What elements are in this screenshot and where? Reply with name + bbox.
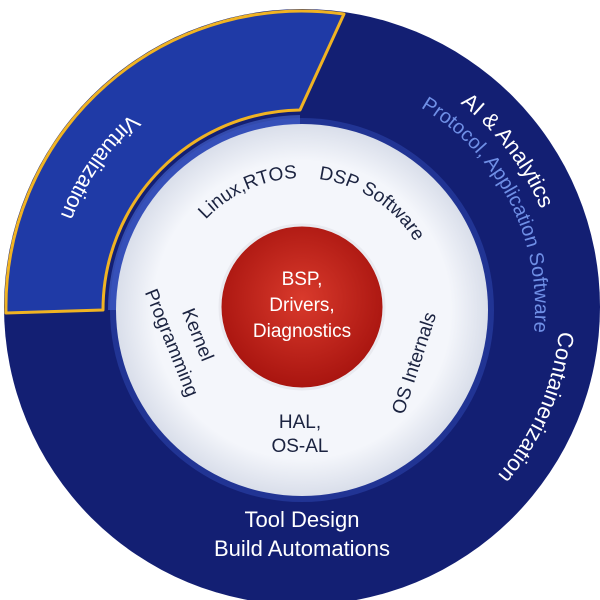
label-hal: HAL, xyxy=(279,412,321,433)
label-tool-design: Tool Design xyxy=(245,507,360,532)
core-label-diagnostics: Diagnostics xyxy=(253,321,351,342)
highlighted-segment[interactable] xyxy=(4,9,346,315)
core-label-drivers: Drivers, xyxy=(269,295,334,316)
core-circle[interactable] xyxy=(218,223,386,391)
label-os-al: OS-AL xyxy=(271,436,328,457)
label-build-automations: Build Automations xyxy=(214,536,390,561)
core-label-bsp: BSP, xyxy=(282,269,323,290)
